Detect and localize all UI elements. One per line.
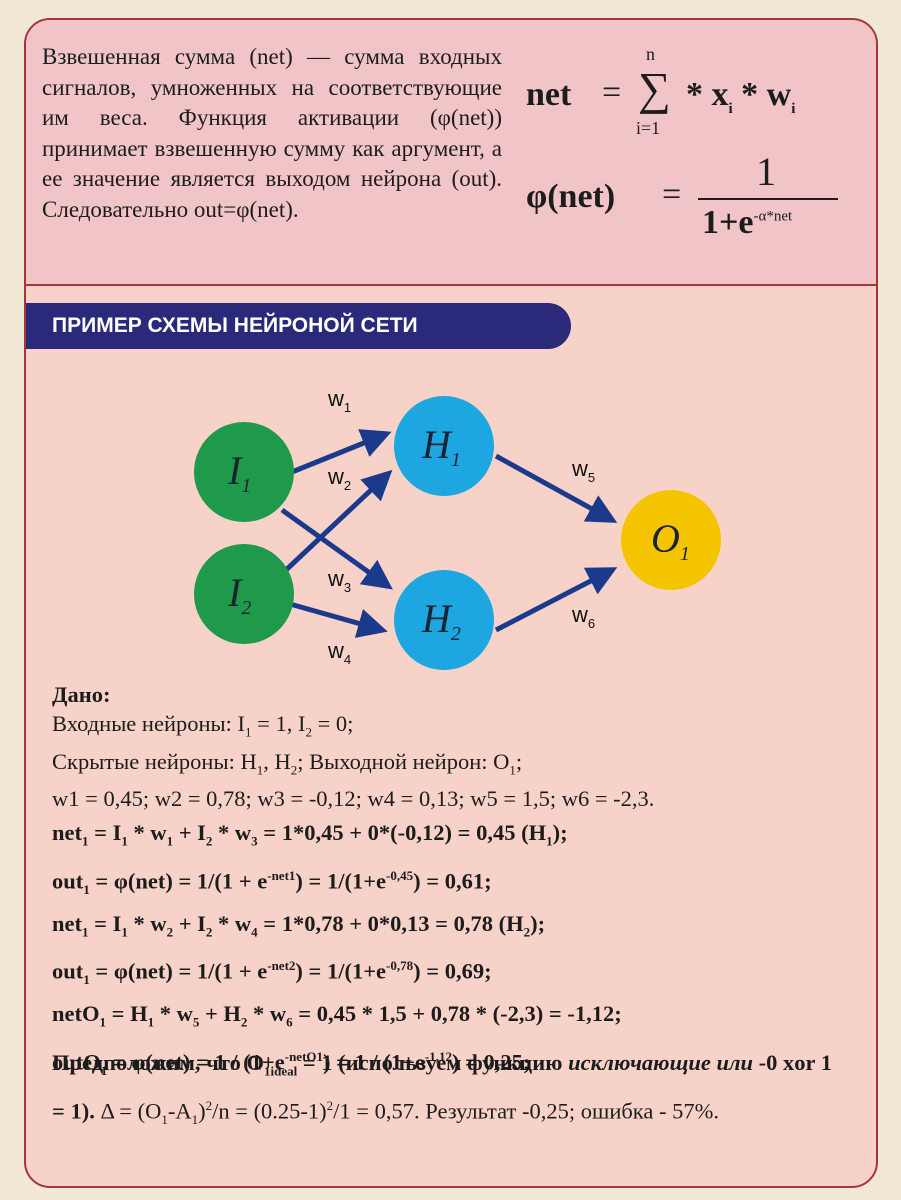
- formula-net-lhs: net: [526, 76, 572, 113]
- definition-text: Взвешенная сумма (net) — сумма входных с…: [42, 44, 502, 222]
- node-i1-label: I1: [227, 448, 251, 497]
- calc-line-net-o1: netO1 = H1 * w5 + H2 * w6 = 0,45 * 1,5 +…: [52, 1001, 622, 1030]
- node-i2: [194, 544, 294, 644]
- given-heading: Дано:: [52, 682, 111, 707]
- weight-w3-label: w3: [327, 566, 351, 595]
- weight-w6-label: w6: [571, 602, 595, 631]
- sum-lower-limit: i=1: [636, 118, 661, 138]
- node-h2: [394, 570, 494, 670]
- edge-h2-o1: [494, 567, 618, 633]
- node-i1: [194, 422, 294, 522]
- node-h1-label: H1: [421, 422, 461, 471]
- edge-i1-h1: [291, 429, 392, 475]
- node-h1: [394, 396, 494, 496]
- formula-phi-eq: =: [662, 176, 682, 213]
- info-card: Взвешенная сумма (net) — сумма входных с…: [24, 18, 878, 1188]
- calc-line-out-h1: out1 = φ(net) = 1/(1 + e-net1) = 1/(1+e-…: [52, 867, 492, 897]
- node-h2-label: H2: [421, 596, 461, 645]
- sum-symbol: ∑: [638, 63, 671, 114]
- neural-network-diagram: I1 I2 H1 H2 O1 w1 w2 w3 w4 w5 w6: [194, 386, 721, 670]
- weight-w4-label: w4: [327, 638, 351, 667]
- activation-formula: φ(net) = 1 1+e-α*net: [526, 148, 866, 248]
- fraction-denominator: 1+e-α*net: [702, 204, 793, 241]
- edge-i2-h1: [284, 469, 393, 572]
- given-hidden-line: Скрытые нейроны: H1, H2; Выходной нейрон…: [52, 748, 523, 778]
- calc-line-out-o1: outO1 = φ(net) = 1 / (1+e-netO1) = 1 / (…: [52, 1048, 531, 1078]
- weighted-sum-formula: net = n ∑ i=1 * xi * wi: [526, 34, 866, 138]
- node-o1-label: O1: [651, 516, 690, 565]
- node-i2-label: I2: [227, 570, 251, 619]
- formula-phi-lhs: φ(net): [526, 178, 616, 215]
- edge-h1-o1: [494, 453, 618, 523]
- fraction-bar: [698, 198, 838, 200]
- given-weights-line: w1 = 0,45; w2 = 0,78; w3 = -0,12; w4 = 0…: [52, 786, 655, 811]
- formula-net-eq: =: [602, 74, 622, 111]
- node-o1: [621, 490, 721, 590]
- fraction-numerator: 1: [756, 149, 776, 194]
- definition-panel: Взвешенная сумма (net) — сумма входных с…: [26, 20, 876, 286]
- weight-w1-label: w1: [327, 386, 351, 415]
- sum-upper-limit: n: [646, 44, 655, 64]
- weight-w5-label: w5: [571, 456, 595, 485]
- edge-i2-h2: [289, 601, 388, 638]
- section-banner: ПРИМЕР СХЕМЫ НЕЙРОНОЙ СЕТИ: [26, 303, 571, 349]
- edge-i1-h2: [280, 507, 393, 590]
- conclusion-text: Предположим, что O1ideal = 1 (используем…: [52, 1050, 832, 1127]
- calc-line-net-h1: net1 = I1 * w1 + I2 * w3 = 1*0,45 + 0*(-…: [52, 820, 568, 849]
- formula-net-terms: * xi * wi: [686, 76, 796, 117]
- calculation-block: net1 = I1 * w1 + I2 * w3 = 1*0,45 + 0*(-…: [52, 816, 872, 1088]
- calc-line-net-h2: net1 = I1 * w2 + I2 * w4 = 1*0,78 + 0*0,…: [52, 910, 546, 940]
- given-section: Дано: Входные нейроны: I1 = 1, I2 = 0; С…: [52, 680, 852, 813]
- given-inputs-line: Входные нейроны: I1 = 1, I2 = 0;: [52, 711, 354, 740]
- weight-w2-label: w2: [327, 464, 351, 493]
- calc-line-out-h2: out1 = φ(net) = 1/(1 + e-net2) = 1/(1+e-…: [52, 958, 492, 987]
